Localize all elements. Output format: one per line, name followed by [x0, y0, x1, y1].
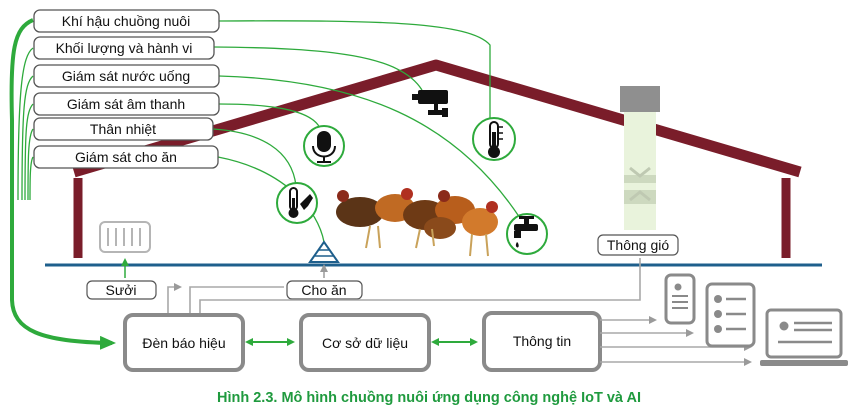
sensor-connectors: [9, 18, 521, 350]
sensor-box-water: [33, 64, 220, 88]
sensor-box-weight: [33, 36, 215, 60]
ventilation-fan-icon: [620, 86, 660, 230]
database-box: [299, 313, 431, 372]
sensor-label-body-temp: Thân nhiệt: [90, 121, 156, 137]
heater-label-box: [86, 280, 157, 300]
phone-icon: [664, 273, 696, 325]
feeder-icon: [308, 240, 340, 263]
tablet-icon: [705, 282, 756, 348]
sensor-box-climate: [33, 9, 220, 33]
sensor-box-sound: [33, 92, 220, 116]
sensor-label-feeding: Giám sát cho ăn: [75, 149, 177, 165]
sensor-label-climate: Khí hậu chuồng nuôi: [62, 13, 190, 29]
information-label: Thông tin: [513, 333, 571, 349]
information-box: [482, 311, 602, 372]
figure-caption: Hình 2.3. Mô hình chuồng nuôi ứng dụng c…: [217, 390, 641, 406]
alarm-box: [123, 313, 245, 372]
microphone-icon: [303, 125, 345, 167]
sensor-box-body-temp: [33, 117, 214, 141]
heater-icon: [99, 221, 151, 253]
feeding-label: Cho ăn: [301, 282, 346, 298]
heater-label: Sưởi: [105, 282, 136, 298]
computer-icon: [760, 308, 848, 366]
sensor-box-feeding: [33, 145, 219, 169]
sensor-label-group: Khí hậu chuồng nuôi Khối lượng và hành v…: [33, 9, 220, 169]
thermometer-icon: [472, 117, 516, 161]
actuator-group: Sưởi Cho ăn Thông gió: [86, 234, 679, 300]
sensor-label-weight: Khối lượng và hành vi: [56, 40, 193, 56]
alarm-label: Đèn báo hiệu: [142, 335, 225, 351]
chickens-image: [336, 188, 498, 257]
control-lines: [167, 258, 641, 313]
ventilation-label: Thông gió: [607, 237, 669, 253]
sensor-label-sound: Giám sát âm thanh: [67, 96, 185, 112]
feeding-label-box: [286, 280, 363, 300]
sensor-label-water: Giám sát nước uống: [62, 68, 190, 84]
water-tap-icon: [506, 213, 548, 255]
ventilation-label-box: [597, 234, 679, 256]
thermometer-bird-icon: [276, 182, 318, 224]
database-label: Cơ sở dữ liệu: [322, 335, 408, 351]
camera-icon: [412, 90, 448, 117]
processing-chain: Đèn báo hiệu Cơ sở dữ liệu Thông tin: [123, 311, 602, 372]
